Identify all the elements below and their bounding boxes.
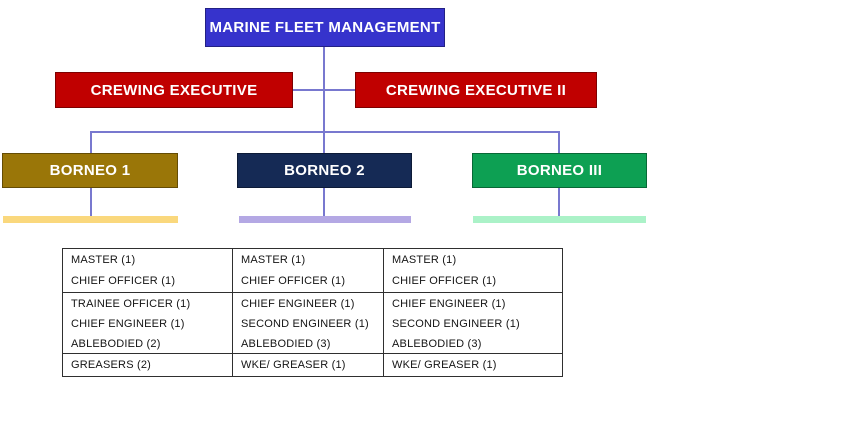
crew-cell-borneo2-greasers: WKE/ GREASER (1) (233, 354, 384, 376)
crew-role: CHIEF OFFICER (1) (392, 275, 497, 287)
vessel-box-3-label: BORNEO III (516, 162, 603, 179)
connector-borneo3-drop (558, 131, 560, 153)
crew-cell-borneo1-officers: MASTER (1) CHIEF OFFICER (1) (63, 249, 233, 292)
connector-borneo1-underbar (90, 188, 92, 217)
crew-role: ABLEBODIED (3) (392, 338, 482, 350)
root-box-marine-fleet-management: MARINE FLEET MANAGEMENT (205, 8, 445, 47)
crew-role: WKE/ GREASER (1) (392, 359, 497, 371)
exec-box-crewing-executive-ii: CREWING EXECUTIVE II (355, 72, 597, 108)
crew-role: SECOND ENGINEER (1) (241, 318, 369, 330)
exec-box-crewing-executive: CREWING EXECUTIVE (55, 72, 293, 108)
connector-borneo1-drop (90, 131, 92, 153)
connector-root-vertical (323, 47, 325, 153)
root-box-label: MARINE FLEET MANAGEMENT (209, 19, 441, 36)
vessel-box-1-label: BORNEO 1 (49, 162, 131, 179)
underbar-borneo-1 (3, 216, 178, 223)
crew-role: CHIEF ENGINEER (1) (241, 298, 355, 310)
vessel-box-borneo-iii: BORNEO III (472, 153, 647, 188)
crew-table-rowgroup-engineers: TRAINEE OFFICER (1) CHIEF ENGINEER (1) A… (63, 292, 562, 353)
crew-role: CHIEF ENGINEER (1) (392, 298, 506, 310)
crew-role: TRAINEE OFFICER (1) (71, 298, 191, 310)
crew-cell-borneo3-engineers: CHIEF ENGINEER (1) SECOND ENGINEER (1) A… (384, 293, 562, 353)
crew-role: MASTER (1) (71, 254, 136, 266)
crew-cell-borneo2-engineers: CHIEF ENGINEER (1) SECOND ENGINEER (1) A… (233, 293, 384, 353)
connector-main-horizontal (90, 131, 560, 133)
crew-table-rowgroup-greasers: GREASERS (2) WKE/ GREASER (1) WKE/ GREAS… (63, 353, 562, 376)
crew-role: MASTER (1) (241, 254, 306, 266)
crew-role: ABLEBODIED (2) (71, 338, 161, 350)
vessel-box-2-label: BORNEO 2 (284, 162, 365, 179)
vessel-box-borneo-1: BORNEO 1 (2, 153, 178, 188)
crew-cell-borneo1-engineers: TRAINEE OFFICER (1) CHIEF ENGINEER (1) A… (63, 293, 233, 353)
crew-table-rowgroup-officers: MASTER (1) CHIEF OFFICER (1) MASTER (1) … (63, 249, 562, 292)
crew-role: ABLEBODIED (3) (241, 338, 331, 350)
connector-exec-horizontal (293, 89, 355, 91)
crew-role: GREASERS (2) (71, 359, 152, 371)
crew-table: MASTER (1) CHIEF OFFICER (1) MASTER (1) … (62, 248, 563, 377)
crew-role: SECOND ENGINEER (1) (392, 318, 520, 330)
crew-role: WKE/ GREASER (1) (241, 359, 346, 371)
crew-cell-borneo3-greasers: WKE/ GREASER (1) (384, 354, 562, 376)
crew-role: CHIEF ENGINEER (1) (71, 318, 185, 330)
exec-box-2-label: CREWING EXECUTIVE II (385, 81, 567, 99)
connector-borneo2-underbar (323, 188, 325, 217)
crew-role: CHIEF OFFICER (1) (241, 275, 346, 287)
exec-box-1-label: CREWING EXECUTIVE (90, 81, 258, 99)
connector-borneo3-underbar (558, 188, 560, 217)
crew-cell-borneo1-greasers: GREASERS (2) (63, 354, 233, 376)
crew-cell-borneo2-officers: MASTER (1) CHIEF OFFICER (1) (233, 249, 384, 292)
vessel-box-borneo-2: BORNEO 2 (237, 153, 412, 188)
crew-role: CHIEF OFFICER (1) (71, 275, 176, 287)
crew-cell-borneo3-officers: MASTER (1) CHIEF OFFICER (1) (384, 249, 562, 292)
crew-role: MASTER (1) (392, 254, 457, 266)
underbar-borneo-2 (239, 216, 411, 223)
underbar-borneo-iii (473, 216, 646, 223)
